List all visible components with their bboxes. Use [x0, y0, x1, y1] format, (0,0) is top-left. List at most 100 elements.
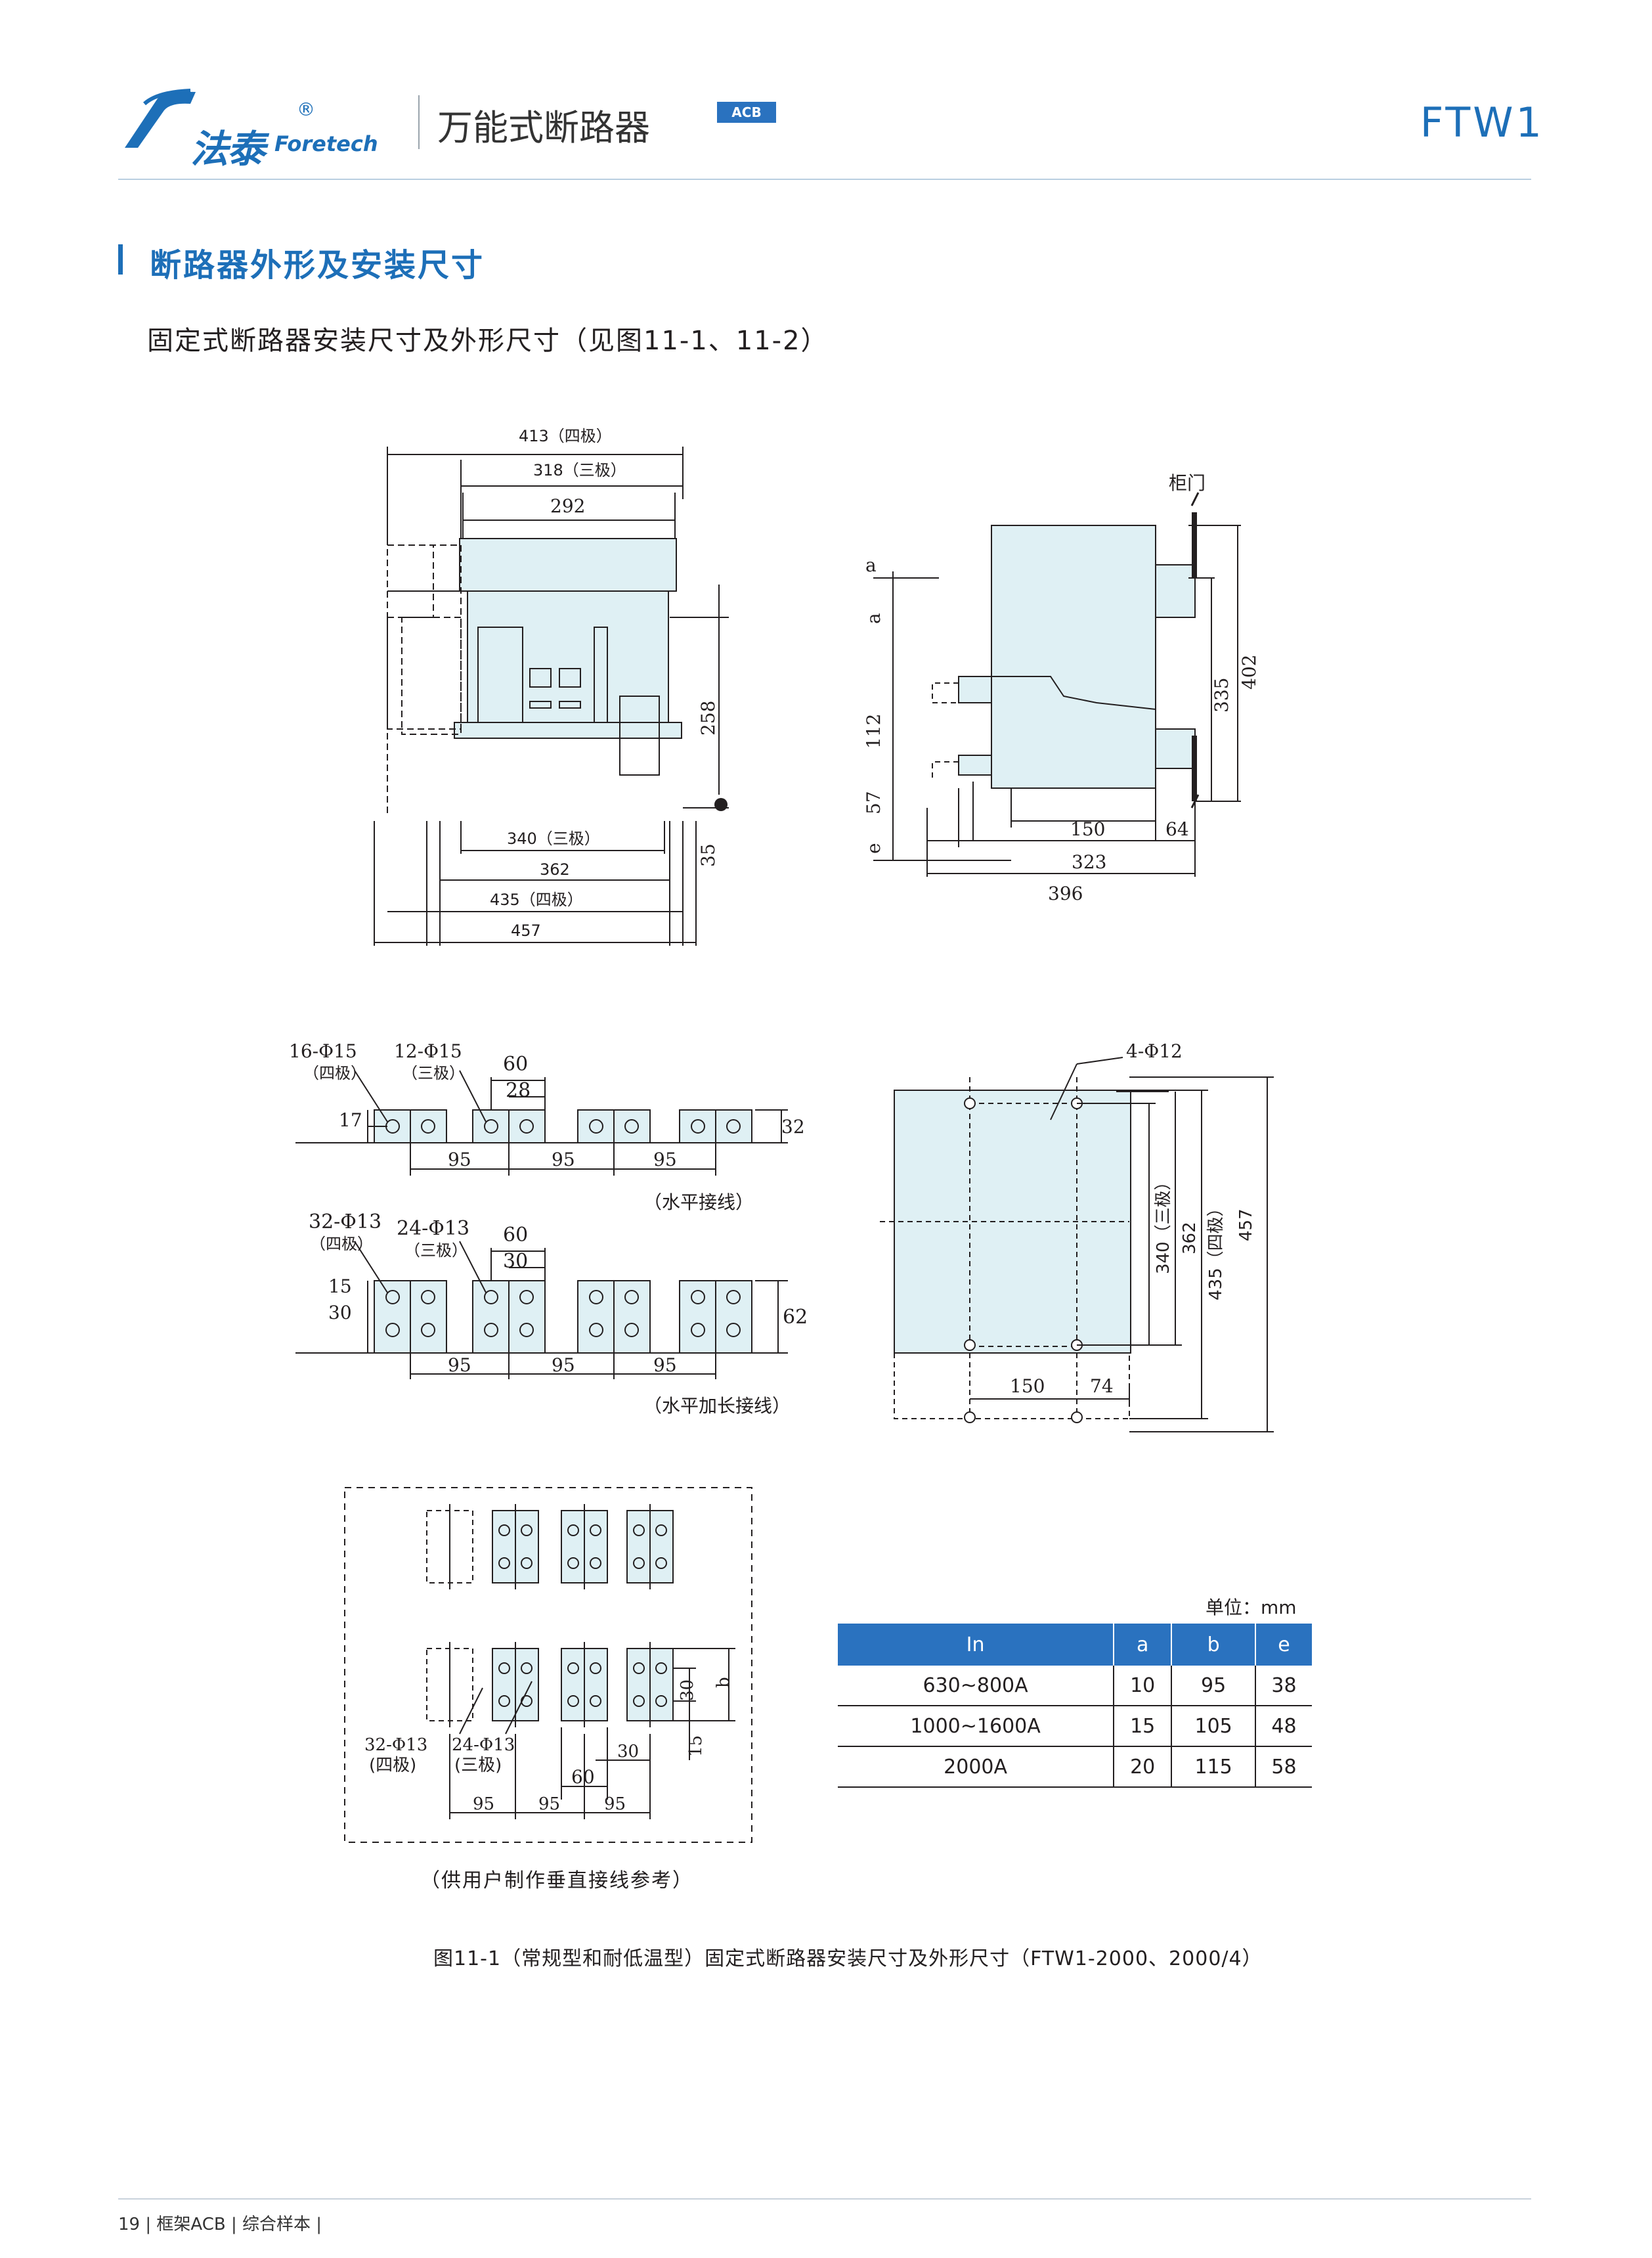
cell: 1000~1600A [838, 1706, 1115, 1747]
vert-dim-15: 15 [686, 1735, 706, 1757]
dim-e: e [863, 843, 884, 854]
brand-registered-mark: ® [297, 99, 315, 120]
dim-150: 150 [1070, 818, 1105, 840]
mount-dim-362: 362 [1180, 1222, 1200, 1254]
dim-57: 57 [863, 791, 884, 814]
mount-dim-340: 340（三极） [1154, 1173, 1173, 1274]
horizontal-extended-wiring-drawing: 32-Φ13 （四极） 24-Φ13 （三极） 60 30 15 30 62 9… [295, 1210, 808, 1417]
col-a: a [1114, 1624, 1173, 1666]
vert-dim-95-b: 95 [538, 1794, 560, 1814]
vert-dim-30: 30 [678, 1679, 697, 1701]
ext-dim-95-a: 95 [448, 1354, 471, 1376]
table-header-row: In a b e [838, 1624, 1312, 1666]
front-view-drawing: 413（四极） 318（三极） 292 258 35 340（三极） 362 4… [374, 427, 729, 946]
brand-english: Foretech [274, 131, 378, 156]
side-view-drawing: 柜门 a a 112 57 e 335 402 150 64 323 396 [863, 472, 1260, 904]
col-b: b [1171, 1624, 1257, 1666]
model-name: FTW1 [1420, 99, 1544, 146]
mount-dim-74: 74 [1090, 1375, 1114, 1397]
ext-dim-15: 15 [328, 1275, 352, 1297]
mount-hole-label: 4-Φ12 [1126, 1040, 1183, 1062]
product-title: 万能式断路器 [437, 107, 650, 148]
dim-a-top: a [865, 554, 877, 576]
door-label: 柜门 [1169, 472, 1206, 494]
vertical-wiring-caption: （供用户制作垂直接线参考） [420, 1869, 693, 1892]
horizontal-wiring-drawing: 16-Φ15 （四极） 12-Φ15 （三极） 60 28 17 32 95 9… [289, 1040, 805, 1213]
section-title: 断路器外形及安装尺寸 [150, 247, 485, 284]
mount-dim-435: 435（四极） [1206, 1199, 1226, 1300]
horizontal-wiring-caption: （水平接线） [643, 1191, 754, 1213]
hole-label-4p: 16-Φ15 [289, 1040, 357, 1062]
dim-413: 413（四极） [519, 427, 612, 445]
ext-hole-label-3p-note: （三极） [404, 1241, 467, 1260]
table-row: 1000~1600A 15 105 48 [838, 1706, 1312, 1747]
section-marker [118, 244, 123, 275]
dim-28: 28 [506, 1079, 531, 1102]
vert-hole-label-4p: 32-Φ13 [364, 1735, 427, 1755]
cell: 15 [1114, 1706, 1173, 1747]
cabinet-door-lower [1192, 736, 1197, 801]
ext-hole-label-4p-note: （四极） [310, 1235, 373, 1253]
dim-292: 292 [550, 495, 585, 517]
dim-396: 396 [1048, 883, 1083, 904]
dim-a-mid: a [863, 613, 884, 624]
col-e: e [1255, 1624, 1312, 1666]
ext-dim-62: 62 [783, 1306, 808, 1329]
footer-rule [118, 2198, 1531, 2200]
cell: 38 [1255, 1666, 1312, 1706]
dim-340: 340（三极） [507, 830, 600, 848]
cell: 630~800A [838, 1666, 1115, 1706]
vert-dim-b: b [714, 1677, 733, 1688]
cell: 105 [1171, 1706, 1257, 1747]
dim-435: 435（四极） [490, 891, 583, 909]
reference-point-icon [714, 798, 728, 811]
cell: 115 [1171, 1746, 1257, 1788]
figure-caption: 图11-1（常规型和耐低温型）固定式断路器安装尺寸及外形尺寸（FTW1-2000… [433, 1947, 1263, 1970]
ext-hole-label-4p: 32-Φ13 [309, 1210, 381, 1233]
dim-402: 402 [1238, 655, 1260, 690]
table-unit: 单位：mm [1206, 1597, 1297, 1618]
mounting-hole-drawing: 4-Φ12 340（三极） 362 435（四极） 457 150 74 [880, 1040, 1274, 1432]
horizontal-ext-caption: （水平加长接线） [643, 1395, 791, 1417]
vert-dim-30-bottom: 30 [617, 1742, 639, 1761]
brand-logo-icon [125, 89, 196, 148]
vert-dim-60: 60 [571, 1766, 595, 1788]
cabinet-door-upper [1192, 512, 1197, 578]
dim-112: 112 [863, 714, 884, 749]
ext-hole-label-3p: 24-Φ13 [397, 1217, 469, 1240]
dim-362: 362 [540, 860, 570, 879]
dim-318: 318（三极） [533, 461, 626, 479]
brand-name: 法泰 [190, 127, 265, 171]
ext-dim-60: 60 [503, 1224, 528, 1247]
cell: 48 [1255, 1706, 1312, 1747]
cell: 2000A [838, 1746, 1115, 1788]
dim-335: 335 [1211, 678, 1232, 713]
ext-dim-30-left: 30 [328, 1302, 352, 1323]
ext-dim-95-c: 95 [653, 1354, 677, 1376]
dim-95-b: 95 [552, 1149, 575, 1170]
product-badge: ACB [717, 102, 776, 123]
cell: 20 [1114, 1746, 1173, 1788]
mount-dim-150: 150 [1010, 1375, 1045, 1397]
col-in: In [838, 1624, 1115, 1666]
dim-258: 258 [697, 701, 719, 736]
cell: 58 [1255, 1746, 1312, 1788]
dim-64: 64 [1165, 818, 1189, 840]
ext-dim-30: 30 [503, 1250, 528, 1273]
vert-dim-95-a: 95 [473, 1794, 494, 1814]
dim-95-a: 95 [448, 1149, 471, 1170]
hole-label-3p-note: （三极） [402, 1064, 465, 1082]
dim-17: 17 [339, 1109, 362, 1131]
cell: 10 [1114, 1666, 1173, 1706]
header-rule [118, 179, 1531, 180]
cell: 95 [1171, 1666, 1257, 1706]
table-row: 2000A 20 115 58 [838, 1746, 1312, 1788]
hole-label-3p: 12-Φ15 [394, 1040, 462, 1062]
dim-323: 323 [1072, 851, 1106, 873]
dim-32: 32 [781, 1116, 805, 1138]
vert-hole-label-3p-note: (三极) [454, 1756, 502, 1775]
vert-hole-label-3p: 24-Φ13 [452, 1735, 515, 1755]
section-subtitle: 固定式断路器安装尺寸及外形尺寸（见图11-1、11-2） [147, 326, 829, 356]
table-row: 630~800A 10 95 38 [838, 1666, 1312, 1706]
dim-60: 60 [503, 1053, 528, 1076]
